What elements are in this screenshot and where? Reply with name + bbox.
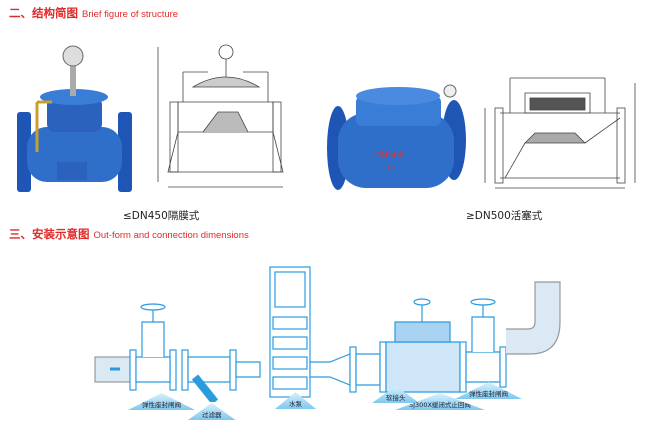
section-title-en: Out-form and connection dimensions <box>93 230 249 241</box>
section-title-cn: 安装示意图 <box>32 227 90 241</box>
diaphragm-valve-drawing <box>157 44 284 188</box>
section-heading-structure: 二、结构简图 Brief figure of structure <box>9 5 178 21</box>
piston-valve-drawing <box>484 77 636 189</box>
diaphragm-valve-photo <box>17 45 132 192</box>
figure-caption-piston: ≥DN500活塞式 <box>466 210 543 222</box>
section-number: 二、 <box>9 6 32 20</box>
piston-valve-photo: DN500 16 <box>327 84 466 190</box>
valve-marking-pressure: 16 <box>386 164 395 172</box>
figure-caption-diaphragm: ≤DN450隔膜式 <box>123 210 200 222</box>
section-number: 三、 <box>9 227 32 241</box>
section-title-cn: 结构简图 <box>32 6 78 20</box>
section-title-en: Brief figure of structure <box>82 9 179 20</box>
valve-marking-size: DN500 <box>374 151 405 161</box>
label-filter: 过滤器 <box>188 403 236 420</box>
installation-diagram <box>94 266 561 402</box>
